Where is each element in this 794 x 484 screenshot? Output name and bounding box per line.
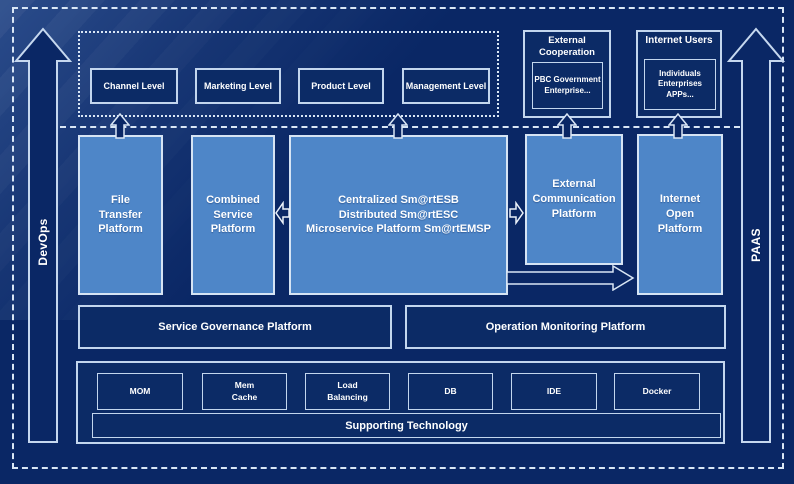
- tech-box-docker: Docker: [614, 373, 700, 410]
- internet-users-title: Internet Users: [645, 35, 713, 46]
- up-arrow-icon: [557, 113, 577, 139]
- tech-label: IDE: [546, 385, 562, 396]
- tech-box-ide: IDE: [511, 373, 597, 410]
- up-arrow-icon: [110, 113, 130, 139]
- tech-box-mom: MOM: [97, 373, 183, 410]
- long-right-arrow-icon: [507, 265, 635, 291]
- level-label: Channel Level: [103, 80, 165, 91]
- service-governance-platform-box: Service Governance Platform: [78, 305, 392, 349]
- outer-dashed-border: [12, 7, 784, 469]
- level-box-product: Product Level: [298, 68, 384, 104]
- service-governance-platform-label: Service Governance Platform: [158, 321, 312, 333]
- tech-label: Docker: [642, 385, 672, 396]
- up-arrow-icon: [388, 113, 408, 139]
- paas-up-arrow-icon: [726, 27, 786, 443]
- devops-up-arrow-icon: [13, 27, 73, 443]
- level-label: Product Level: [311, 80, 371, 91]
- level-box-channel: Channel Level: [90, 68, 178, 104]
- up-arrow-icon: [668, 113, 688, 139]
- tech-label: DB: [444, 385, 457, 396]
- operation-monitoring-platform-label: Operation Monitoring Platform: [485, 321, 646, 333]
- supporting-technology-label: Supporting Technology: [345, 419, 468, 432]
- tech-label: MOM: [129, 385, 151, 396]
- level-box-marketing: Marketing Level: [195, 68, 281, 104]
- devops-label: DevOps: [36, 218, 50, 266]
- paas-label: PAAS: [749, 228, 763, 262]
- left-arrow-icon: [275, 201, 290, 225]
- levels-dashed-container: [78, 31, 499, 117]
- level-label: Marketing Level: [203, 80, 273, 91]
- right-arrow-icon: [509, 201, 524, 225]
- supporting-technology-bar: Supporting Technology: [92, 413, 721, 438]
- tech-box-db: DB: [408, 373, 493, 410]
- level-label: Management Level: [405, 80, 487, 91]
- level-box-management: Management Level: [402, 68, 490, 104]
- operation-monitoring-platform-box: Operation Monitoring Platform: [405, 305, 726, 349]
